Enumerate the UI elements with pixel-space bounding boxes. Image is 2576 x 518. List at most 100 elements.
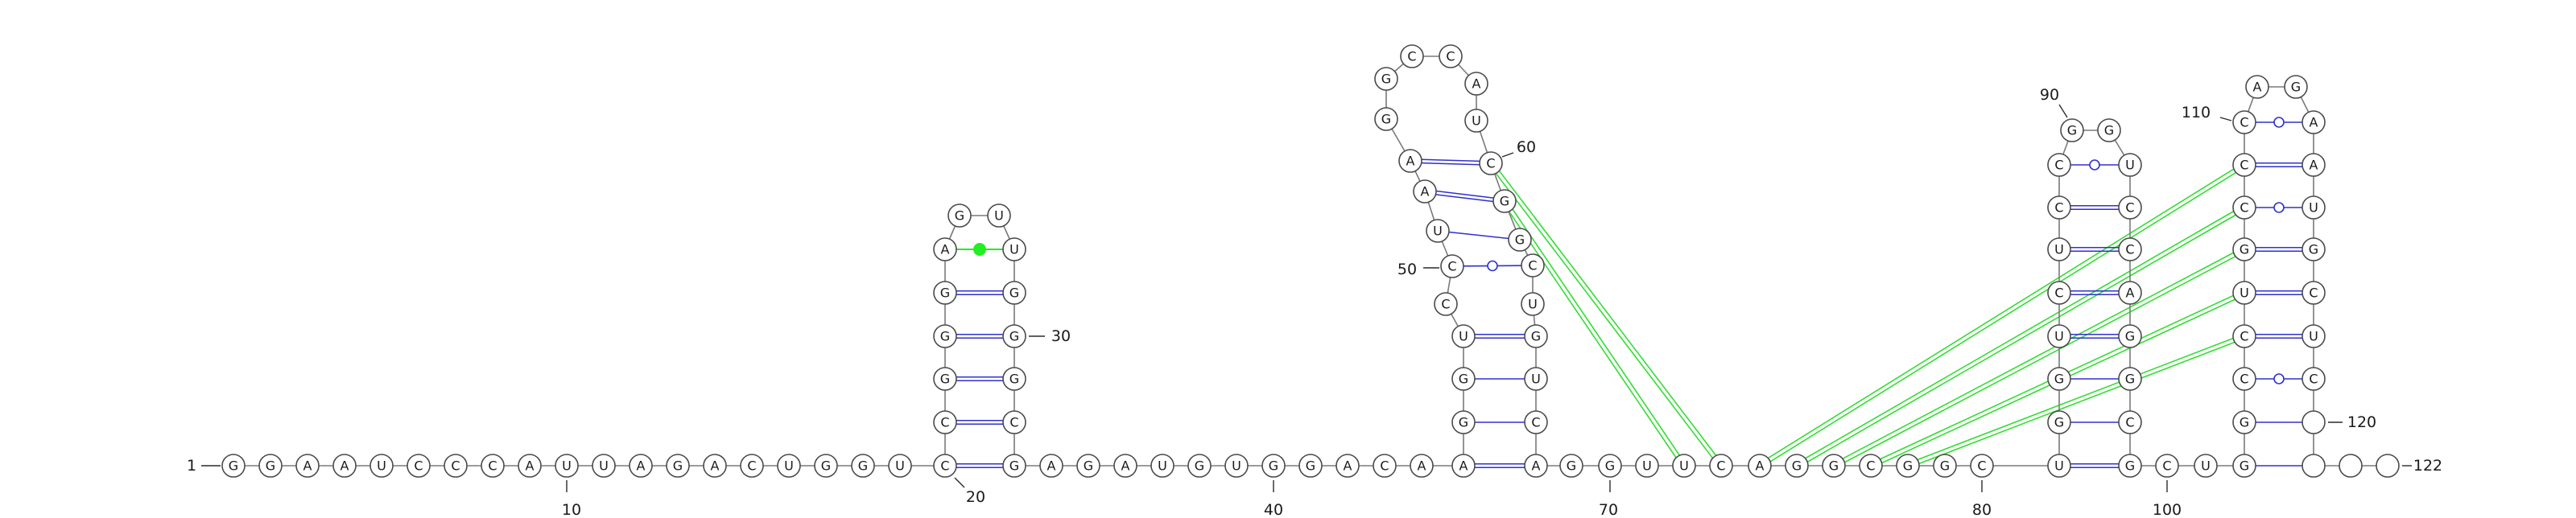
nucleotide-letter: U: [895, 458, 905, 474]
base-pair: [1475, 334, 1525, 339]
position-label-text: 10: [562, 501, 581, 518]
nucleotide: G: [1896, 454, 1920, 478]
nucleotide-letter: U: [1232, 458, 1241, 474]
nucleotide: C: [2301, 367, 2326, 391]
base-pair: [2256, 290, 2302, 295]
nucleotide-letter: G: [1605, 458, 1615, 474]
nucleotide: G: [2118, 324, 2142, 348]
nucleotide-letter: C: [2054, 158, 2063, 173]
nucleotide: C: [1709, 454, 1733, 478]
nucleotide: U: [1150, 454, 1174, 478]
nucleotide: C: [2232, 110, 2256, 134]
nucleotide: C: [2232, 195, 2256, 220]
nucleotide: C: [2118, 410, 2142, 434]
nucleotide-letter: G: [673, 458, 683, 474]
nucleotide-letter: U: [2054, 242, 2064, 257]
nucleotide: C: [1479, 151, 1503, 175]
nucleotide: G: [2301, 237, 2326, 261]
pseudoknot-pair: [1495, 171, 1717, 458]
nucleotide-letter: G: [2125, 372, 2135, 387]
nucleotide-letter: U: [2240, 286, 2249, 301]
nucleotide: U: [592, 454, 616, 478]
nucleotide-letter: U: [1459, 329, 1468, 344]
nucleotide-letter: C: [1009, 415, 1018, 430]
nucleotide: U: [1464, 109, 1488, 133]
position-label: 10: [562, 480, 581, 518]
nucleotide: C: [2232, 153, 2256, 177]
nucleotide-letter: C: [414, 458, 423, 474]
nucleotide: U: [1521, 292, 1545, 316]
nucleotide-letter: G: [1459, 372, 1468, 387]
nucleotide-letter: C: [2309, 372, 2318, 387]
nucleotide-letter: G: [2125, 458, 2135, 474]
nucleotide-letter: G: [1084, 458, 1093, 474]
nucleotide-letter: A: [2310, 158, 2318, 173]
nucleotide: A: [1398, 149, 1422, 173]
nucleotide: U: [2301, 195, 2326, 220]
position-label-text: 122: [2413, 457, 2442, 475]
nucleotide: C: [2232, 324, 2256, 348]
nucleotide: U: [2047, 324, 2071, 348]
nucleotide-letter: A: [303, 458, 312, 474]
position-label: 1: [187, 457, 221, 475]
nucleotide-letter: G: [1903, 458, 1913, 474]
nucleotide-letter: G: [1195, 458, 1204, 474]
nucleotide-letter: C: [1446, 49, 1455, 64]
position-label-text: 1: [187, 457, 196, 475]
nucleotide: G: [933, 324, 957, 348]
nucleotide: G: [1187, 454, 1212, 478]
nucleotide-letter: U: [1158, 458, 1167, 474]
nucleotide: G: [666, 454, 690, 478]
nucleotide: G: [2118, 454, 2142, 478]
pseudoknot-pair: [1917, 337, 2235, 465]
position-label: 110: [2182, 104, 2232, 121]
nucleotide: A: [1039, 454, 1063, 478]
nucleotide: G: [1559, 454, 1583, 478]
nucleotide-letter: C: [1407, 49, 1416, 64]
nucleotide-letter: C: [2125, 415, 2134, 430]
nucleotide: U: [888, 454, 912, 478]
nucleotide: G: [947, 204, 972, 228]
position-label: 80: [1972, 480, 1992, 518]
nucleotide: A: [629, 454, 653, 478]
nucleotide-letter: G: [2240, 415, 2249, 430]
nucleotide-letter: G: [1381, 112, 1391, 127]
nucleotide: U: [1002, 237, 1026, 261]
position-label: 50: [1397, 261, 1439, 278]
nucleotide: G: [2047, 367, 2071, 391]
nucleotide: G: [2284, 75, 2308, 99]
nucleotide-letter: G: [821, 458, 831, 474]
position-label: 122: [2402, 457, 2442, 475]
nucleotide: C: [2047, 153, 2071, 177]
noncanonical-pair: [956, 243, 1003, 256]
wobble-pair: [2256, 202, 2302, 213]
nucleotide-letter: G: [1531, 329, 1541, 344]
nucleotide-letter: C: [2240, 200, 2248, 216]
pseudoknot-pair: [1842, 252, 2236, 463]
nucleotide: C: [1859, 454, 1883, 478]
nucleotide-letter: U: [1472, 113, 1481, 129]
nucleotide: A: [933, 237, 957, 261]
nucleotide-letter: A: [1421, 184, 1430, 199]
nucleotide-letter: C: [940, 458, 949, 474]
nucleotide: C: [2301, 281, 2326, 305]
nucleotide-letter: U: [994, 208, 1004, 224]
nucleotide-letter: A: [1344, 458, 1352, 474]
nucleotide-letter: G: [2054, 415, 2064, 430]
wobble-pair: [2256, 117, 2302, 128]
base-pair: [2256, 247, 2302, 252]
nucleotide: U: [2118, 153, 2142, 177]
nucleotide: U: [2194, 454, 2218, 478]
nucleotide: G: [1002, 324, 1026, 348]
nucleotide: [2376, 454, 2400, 478]
nucleotide: U: [1672, 454, 1696, 478]
nucleotide-letter: G: [1940, 458, 1950, 474]
nucleotide-letter: G: [1500, 194, 1509, 209]
nucleotide: C: [1400, 44, 1424, 68]
nucleotide-letter: U: [784, 458, 794, 474]
nucleotide: U: [1635, 454, 1659, 478]
nucleotide: A: [1335, 454, 1360, 478]
nucleotide: G: [1598, 454, 1622, 478]
position-label-text: 40: [1264, 501, 1283, 518]
nucleotide: C: [2232, 367, 2256, 391]
